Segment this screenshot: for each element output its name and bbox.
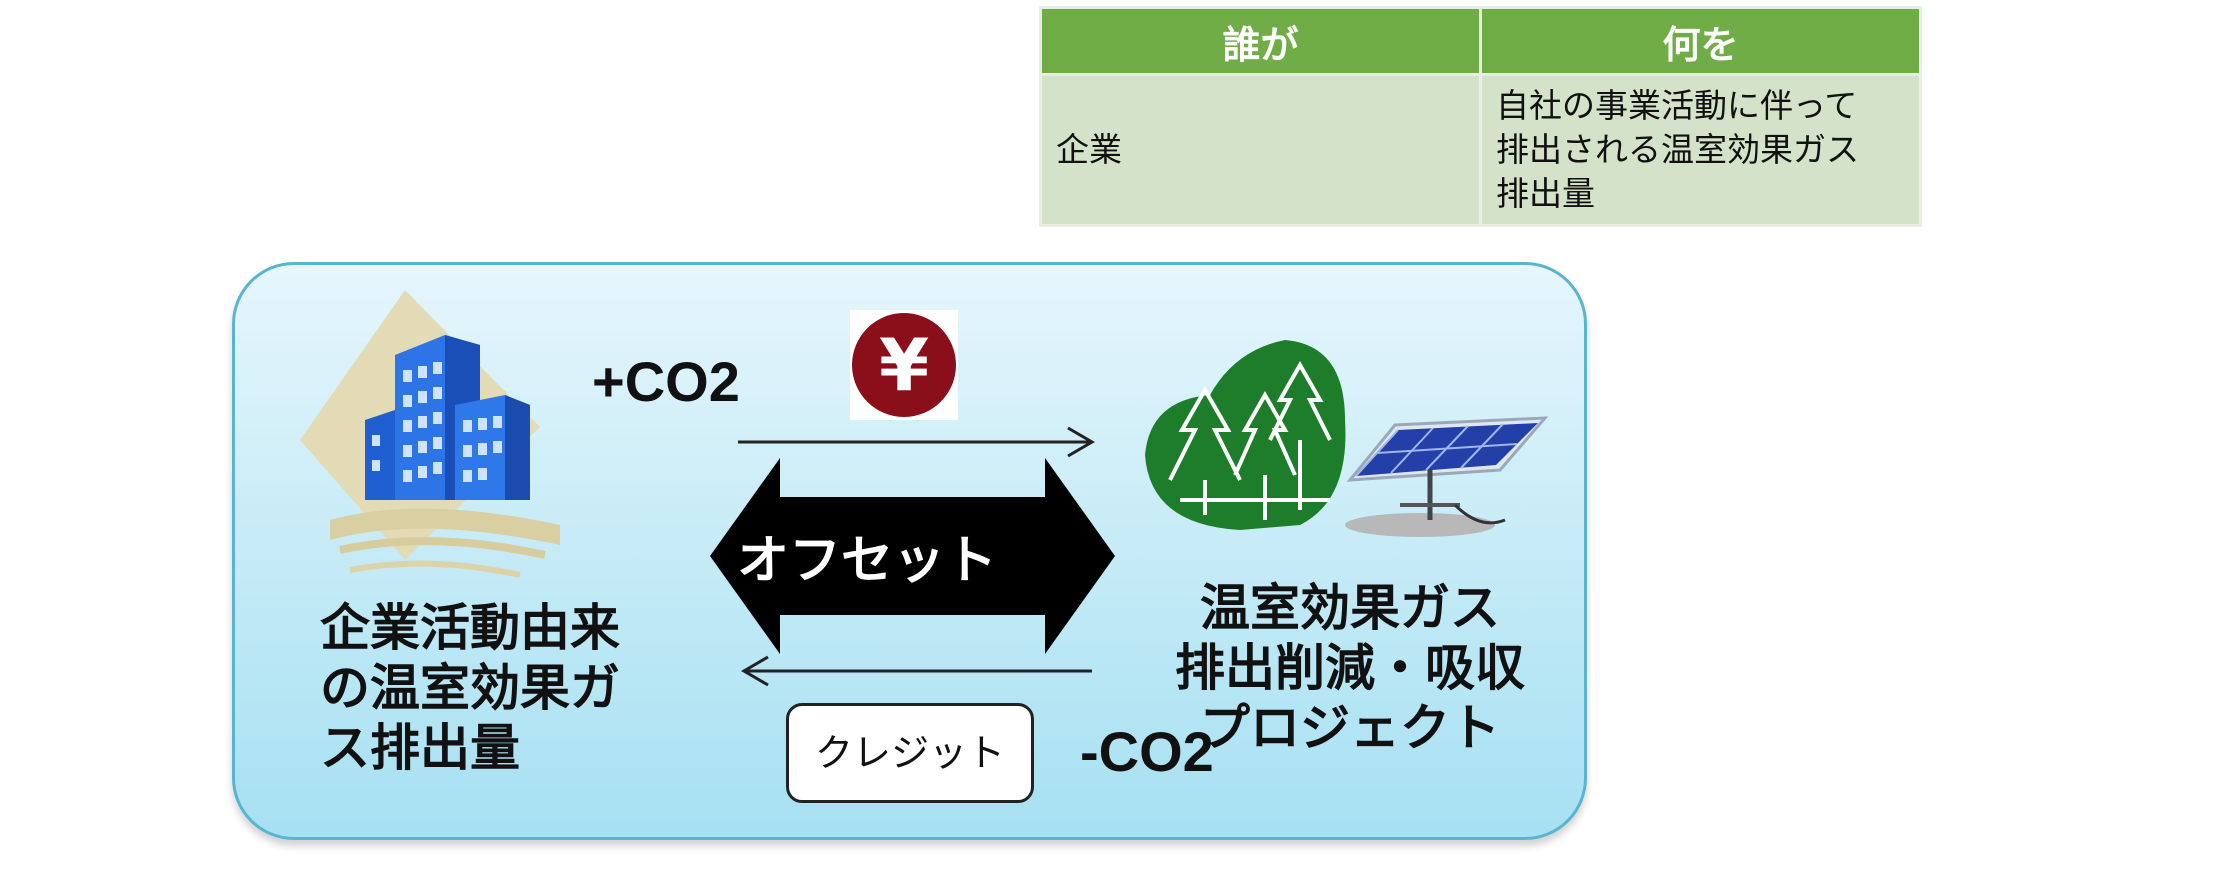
cell-who: 企業 xyxy=(1039,73,1482,227)
offset-label: オフセット xyxy=(736,531,997,591)
header-what: 何を xyxy=(1479,6,1922,76)
header-who: 誰が xyxy=(1039,6,1482,76)
emission-source-label: 企業活動由来 の温室効果ガ ス排出量 xyxy=(320,599,620,777)
solar-panel-icon xyxy=(1345,416,1549,537)
minus-co2-label: -CO2 xyxy=(1080,720,1214,783)
building-icon xyxy=(300,290,560,578)
cell-what: 自社の事業活動に伴って 排出される温室効果ガス 排出量 xyxy=(1479,73,1922,227)
forest-icon xyxy=(1145,340,1346,530)
plus-co2-label: +CO2 xyxy=(592,350,740,413)
arrow-to-project xyxy=(738,426,1095,458)
credit-box: クレジット xyxy=(786,703,1034,803)
reduction-project-label: 温室効果ガス 排出削減・吸収 プロジェクト xyxy=(1175,579,1525,757)
yen-icon: ¥ xyxy=(850,310,958,420)
info-table: 誰が 何を 企業 自社の事業活動に伴って 排出される温室効果ガス 排出量 xyxy=(1039,6,1922,227)
offset-double-arrow xyxy=(710,458,1115,654)
table-row: 企業 自社の事業活動に伴って 排出される温室効果ガス 排出量 xyxy=(1039,73,1922,227)
yen-symbol: ¥ xyxy=(852,313,956,417)
arrow-to-company xyxy=(741,655,1092,687)
